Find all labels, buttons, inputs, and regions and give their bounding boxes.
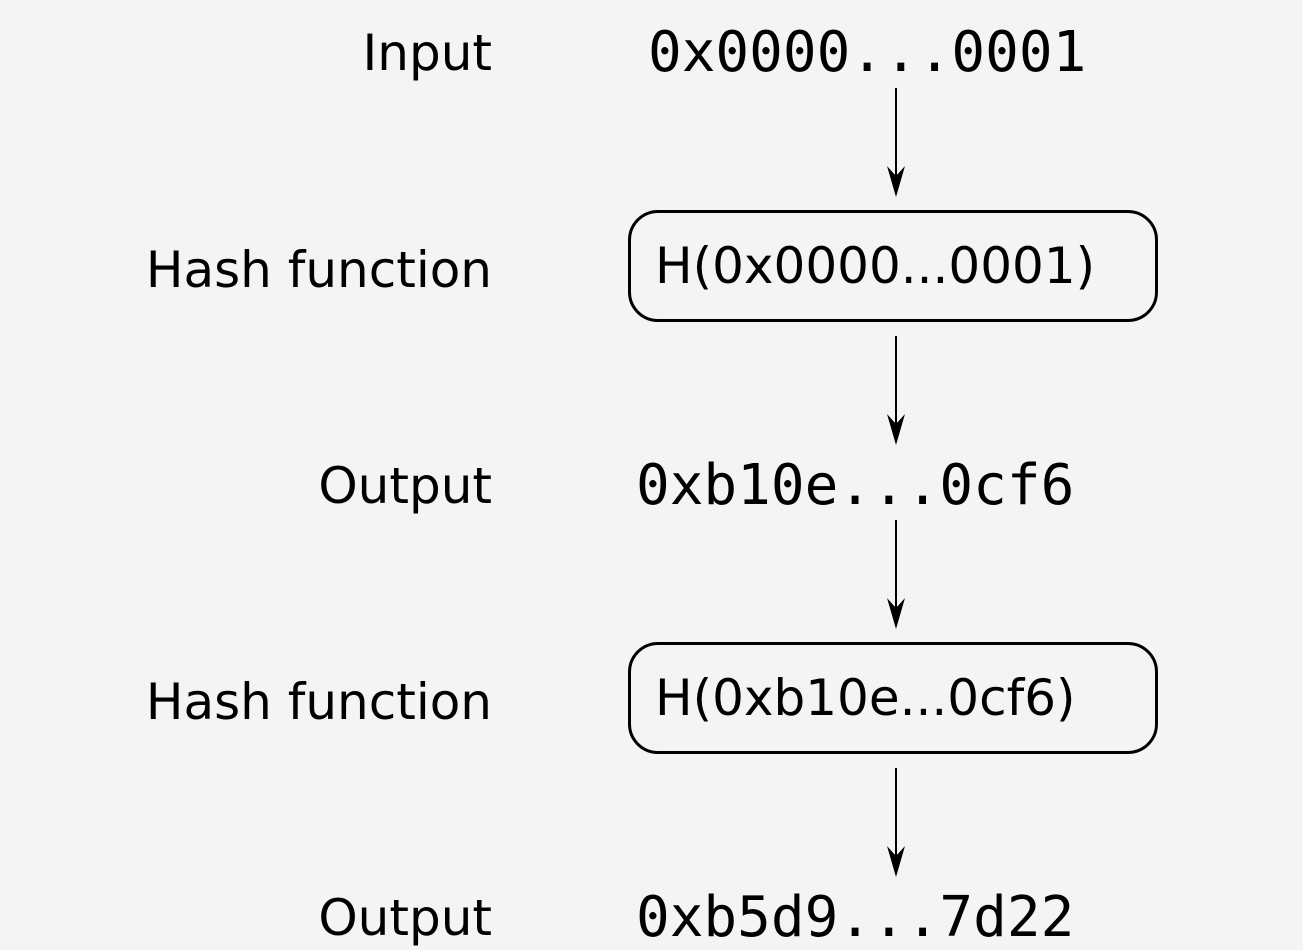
row-label-output-1: Output bbox=[318, 457, 492, 515]
row-label-output-2: Output bbox=[318, 889, 492, 947]
arrow-down-icon bbox=[887, 88, 905, 197]
arrow-down-icon bbox=[887, 520, 905, 629]
hash-function-expression-1: H(0x0000...0001) bbox=[655, 237, 1096, 295]
row-label-hash-function-2: Hash function bbox=[145, 673, 492, 731]
hash-function-box-2: H(0xb10e...0cf6) bbox=[628, 642, 1158, 754]
hash-function-box-1: H(0x0000...0001) bbox=[628, 210, 1158, 322]
arrow-down-icon bbox=[887, 768, 905, 877]
hash-function-expression-2: H(0xb10e...0cf6) bbox=[655, 669, 1076, 727]
row-label-input: Input bbox=[362, 24, 492, 82]
input-value: 0x0000...0001 bbox=[648, 20, 1087, 85]
output-value-1: 0xb10e...0cf6 bbox=[636, 453, 1075, 518]
output-value-2: 0xb5d9...7d22 bbox=[636, 885, 1075, 950]
row-label-hash-function-1: Hash function bbox=[145, 241, 492, 299]
arrow-down-icon bbox=[887, 336, 905, 445]
